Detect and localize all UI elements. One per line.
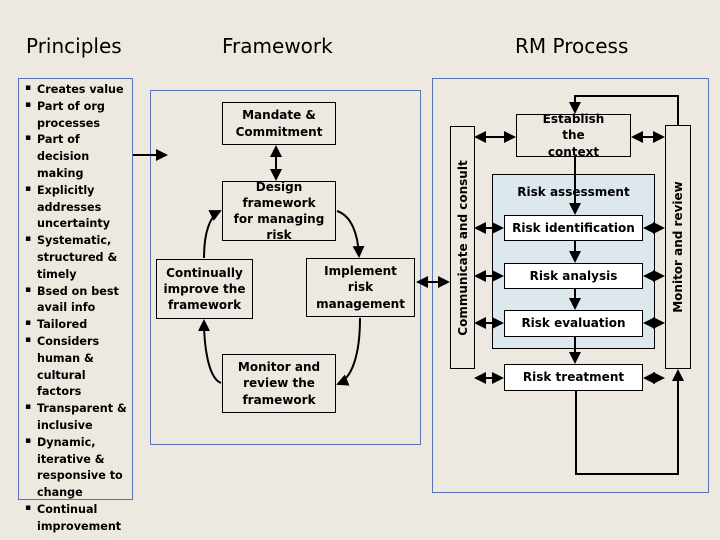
principles-panel: Creates value Part of org processes Part… bbox=[18, 78, 133, 533]
principle-item: Transparent & inclusive bbox=[25, 401, 132, 435]
principle-item: Part of org processes bbox=[25, 99, 132, 133]
risk-treatment-box: Risk treatment bbox=[504, 364, 643, 391]
establish-context-box: Establish the context bbox=[516, 112, 631, 159]
principles-heading: Principles bbox=[26, 34, 122, 58]
continually-improve-box: Continually improve the framework bbox=[156, 259, 253, 319]
principle-item: Considers human & cultural factors bbox=[25, 334, 132, 401]
rm-process-heading: RM Process bbox=[515, 34, 629, 58]
principle-item: Tailored bbox=[25, 317, 132, 334]
monitor-review-framework-box: Monitor and review the framework bbox=[222, 354, 336, 413]
principle-item: Bsed on best avail info bbox=[25, 284, 132, 318]
principle-item: Systematic, structured & timely bbox=[25, 233, 132, 283]
principle-item: Dynamic, iterative & responsive to chang… bbox=[25, 435, 132, 502]
communicate-consult-label: Communicate and consult bbox=[455, 159, 470, 336]
risk-evaluation-box: Risk evaluation bbox=[504, 310, 643, 337]
principle-item: Part of decision making bbox=[25, 132, 132, 182]
principle-item: Continual improvement bbox=[25, 502, 132, 536]
risk-identification-box: Risk identification bbox=[504, 215, 643, 241]
framework-heading: Framework bbox=[222, 34, 333, 58]
communicate-consult-bar: Communicate and consult bbox=[450, 126, 475, 369]
monitor-review-label: Monitor and review bbox=[671, 181, 685, 313]
mandate-commitment-box: Mandate & Commitment bbox=[222, 102, 336, 145]
design-framework-box: Design framework for managing risk bbox=[222, 180, 336, 242]
risk-assessment-label: Risk assessment bbox=[517, 185, 630, 199]
principles-list: Creates value Part of org processes Part… bbox=[19, 79, 132, 536]
principle-item: Creates value bbox=[25, 82, 132, 99]
implement-risk-management-box: Implement risk management bbox=[306, 258, 415, 317]
risk-analysis-box: Risk analysis bbox=[504, 263, 643, 289]
principle-item: Explicitly addresses uncertainty bbox=[25, 183, 132, 233]
monitor-review-bar: Monitor and review bbox=[665, 125, 691, 369]
framework-panel bbox=[150, 90, 421, 445]
